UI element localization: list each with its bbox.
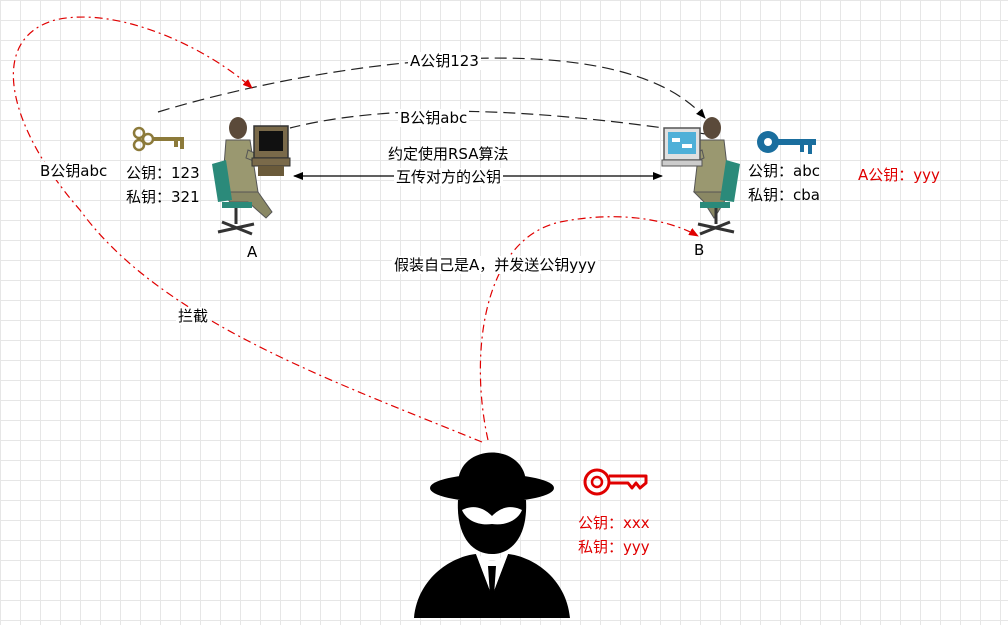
node-a-name: A	[247, 243, 257, 261]
a-private-key: 私钥：321	[126, 188, 200, 206]
label-agreement-line2: 互传对方的公钥	[394, 168, 503, 186]
label-impersonate: 假装自己是A，并发送公钥yyy	[392, 256, 598, 274]
label-a-to-b-key: A公钥123	[408, 52, 481, 70]
edge-impersonate	[480, 217, 698, 440]
b-public-key: 公钥：abc	[748, 162, 820, 180]
b-private-key: 私钥：cba	[748, 186, 820, 204]
label-intercept: 拦截	[176, 307, 210, 325]
a-public-key: 公钥：123	[126, 164, 200, 182]
hacker-icon	[414, 436, 570, 618]
b-fake-a-key: A公钥：yyy	[858, 166, 940, 184]
node-b-name: B	[694, 241, 704, 259]
person-at-computer-b	[658, 114, 744, 238]
person-at-computer-a	[208, 114, 294, 238]
label-intercepted-key: B公钥abc	[38, 162, 109, 180]
attacker-public-key: 公钥：xxx	[578, 514, 650, 532]
red-key-icon	[582, 466, 650, 498]
blue-key-icon	[754, 128, 818, 156]
attacker-private-key: 私钥：yyy	[578, 538, 650, 556]
label-agreement-line1: 约定使用RSA算法	[388, 145, 508, 163]
label-b-to-a-key: B公钥abc	[398, 109, 469, 127]
golden-key-icon	[130, 126, 188, 156]
edge-b-to-a-key	[290, 111, 712, 135]
